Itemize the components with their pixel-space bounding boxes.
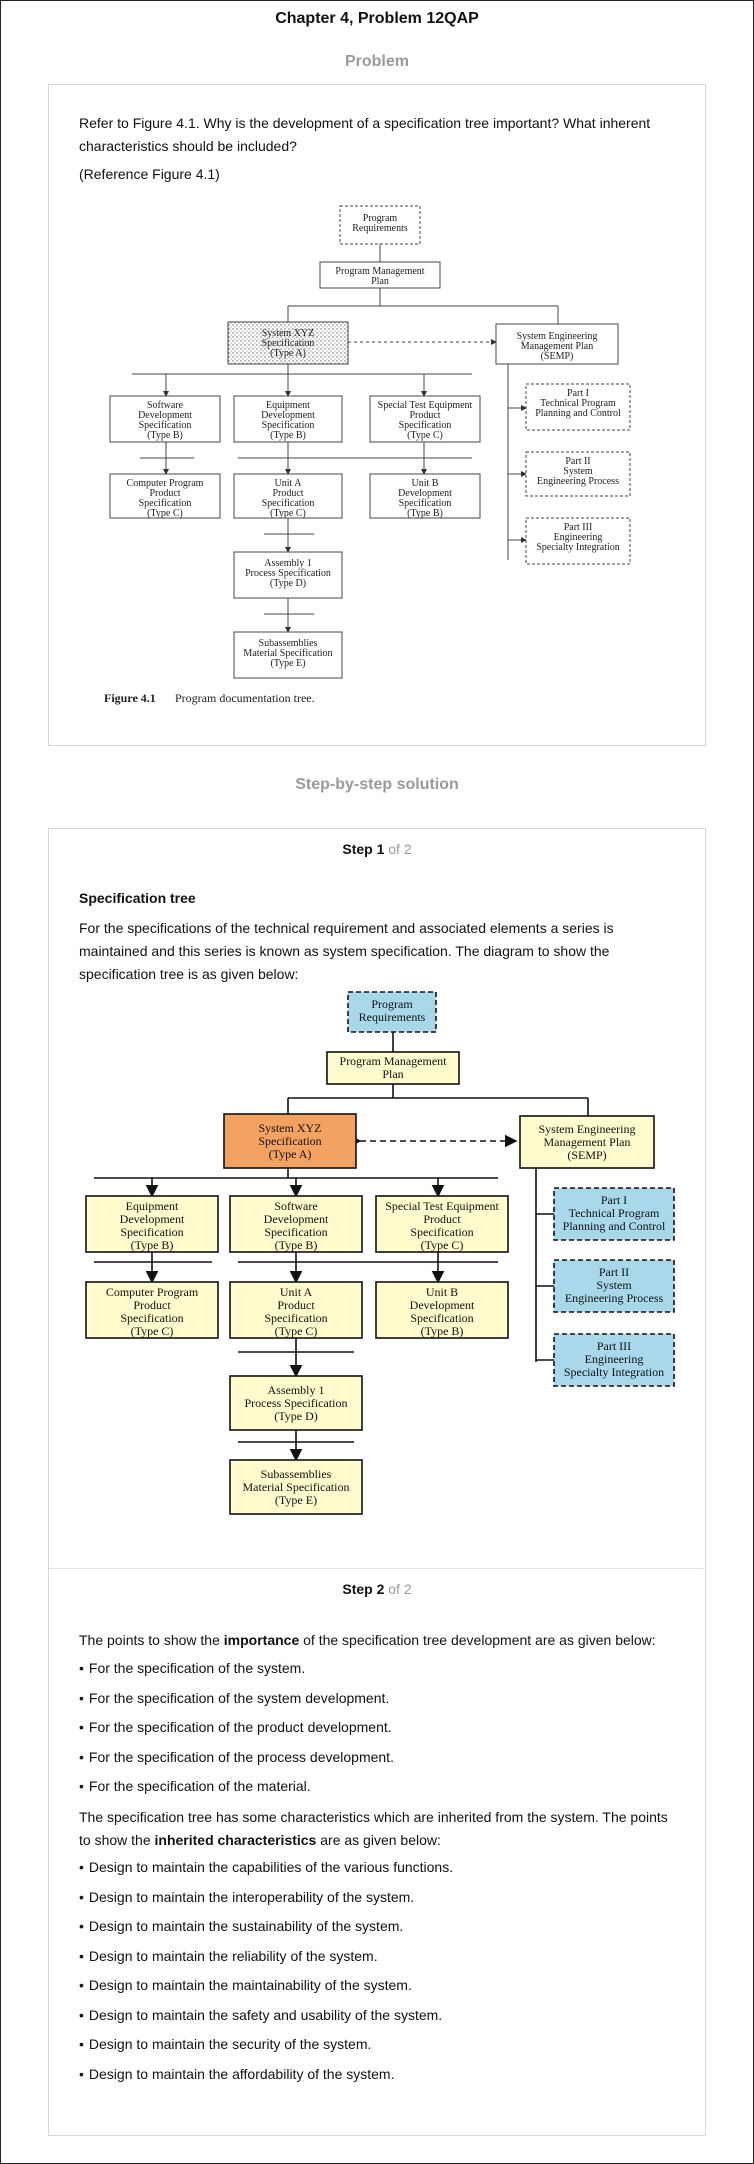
importance-point-item: •For the specification of the system dev… [79, 1689, 390, 1706]
box-subassemblies [233, 631, 343, 679]
step-divider [49, 1568, 703, 1569]
box-special-test [369, 395, 481, 443]
characteristic-point-item: •Design to maintain the capabilities of … [79, 1859, 454, 1875]
step2-of: of 2 [388, 1581, 412, 1597]
box2-unit-b [375, 1281, 509, 1339]
box2-assembly [229, 1375, 363, 1431]
step1-header: Step 1 of 2 [0, 841, 754, 857]
box-unit-a [233, 473, 343, 519]
box2-software-dev [229, 1195, 363, 1253]
box-assembly [233, 551, 343, 599]
solution-card [48, 828, 706, 2136]
box-program-management-plan [319, 261, 441, 289]
step2-inherit: The specification tree has some characte… [79, 1809, 668, 1848]
solution-heading: Step-by-step solution [295, 776, 459, 793]
figure-caption-text: Program documentation tree. [175, 691, 315, 705]
step1-label: Step 1 [342, 841, 385, 857]
importance-point-item: •For the specification of the product de… [79, 1719, 392, 1735]
box2-special-test [375, 1195, 509, 1253]
characteristic-point-item: •Design to maintain the safety and usabi… [79, 2006, 443, 2023]
importance-point-item: •For the specification of the material. [79, 1778, 311, 1794]
box2-unit-a [229, 1281, 363, 1339]
step2-header: Step 2 of 2 [0, 1581, 754, 1597]
box-part3 [525, 517, 631, 565]
box-system-xyz [227, 321, 349, 365]
box-unit-b [369, 473, 481, 519]
characteristic-point-item: •Design to maintain the maintainability … [79, 1977, 412, 1993]
box-semp [495, 323, 619, 365]
step1-text: For the specifications of the technical … [79, 920, 614, 982]
box-part2 [525, 451, 631, 497]
box2-system-xyz [223, 1113, 357, 1169]
box2-part2 [553, 1259, 675, 1313]
step1-subheading: Specification tree [79, 890, 196, 906]
box2-program-requirements [347, 991, 437, 1033]
step2-label: Step 2 [342, 1581, 385, 1597]
problem-heading: Problem [344, 53, 409, 70]
box2-program-management-plan [326, 1051, 460, 1085]
importance-point-item: •For the specification of the process de… [79, 1748, 394, 1765]
problem-question: Refer to Figure 4.1. Why is the developm… [79, 115, 651, 154]
characteristic-point-item: •Design to maintain the sustainability o… [79, 1918, 404, 1934]
box-software-dev [109, 395, 221, 443]
step2-intro: The points to show the importance of the… [79, 1632, 656, 1648]
figure-caption-number: Figure 4.1 [104, 691, 156, 705]
box2-equipment-dev [85, 1195, 219, 1253]
characteristic-point-item: •Design to maintain the security of the … [79, 2036, 372, 2052]
characteristic-point-item: •Design to maintain the reliability of t… [79, 1947, 378, 1964]
box2-computer-program [85, 1281, 219, 1339]
box-program-requirements [339, 205, 421, 245]
box-equipment-dev [233, 395, 343, 443]
box2-part1 [553, 1187, 675, 1241]
box2-subassemblies [229, 1459, 363, 1515]
box-part1 [525, 383, 631, 431]
box2-semp [519, 1115, 655, 1169]
problem-reference: (Reference Figure 4.1) [79, 166, 220, 182]
box-computer-program [109, 473, 221, 519]
box2-part3 [553, 1333, 675, 1387]
characteristic-point-item: •Design to maintain the affordability of… [79, 2065, 395, 2082]
step1-of: of 2 [388, 841, 412, 857]
characteristic-point-item: •Design to maintain the interoperability… [79, 1888, 415, 1905]
page-title: Chapter 4, Problem 12QAP [275, 10, 479, 27]
importance-point-item: •For the specification of the system. [79, 1660, 306, 1676]
